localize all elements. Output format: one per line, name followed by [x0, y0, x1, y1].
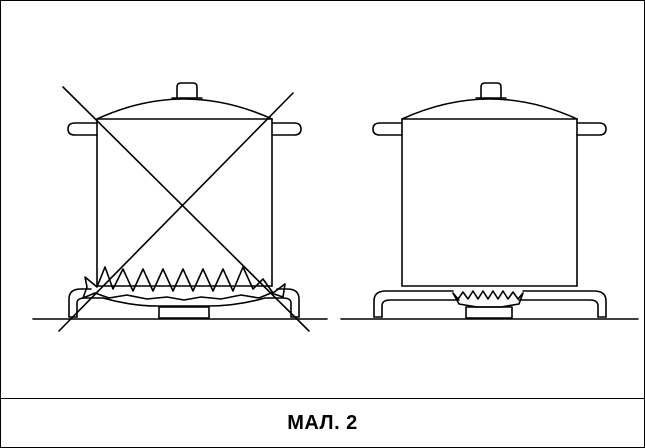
left-large-flame [82, 266, 286, 301]
right-small-flame [452, 290, 524, 308]
cross-out-mark [58, 86, 310, 332]
left-pot [67, 82, 302, 287]
caption-row: МАЛ. 2 [1, 398, 644, 448]
figure-illustration [1, 1, 644, 398]
correct-example [340, 82, 639, 320]
right-burner [373, 290, 607, 319]
left-burner [68, 288, 300, 319]
right-pot [372, 82, 607, 287]
figure-caption: МАЛ. 2 [287, 412, 358, 434]
incorrect-example [32, 82, 328, 332]
